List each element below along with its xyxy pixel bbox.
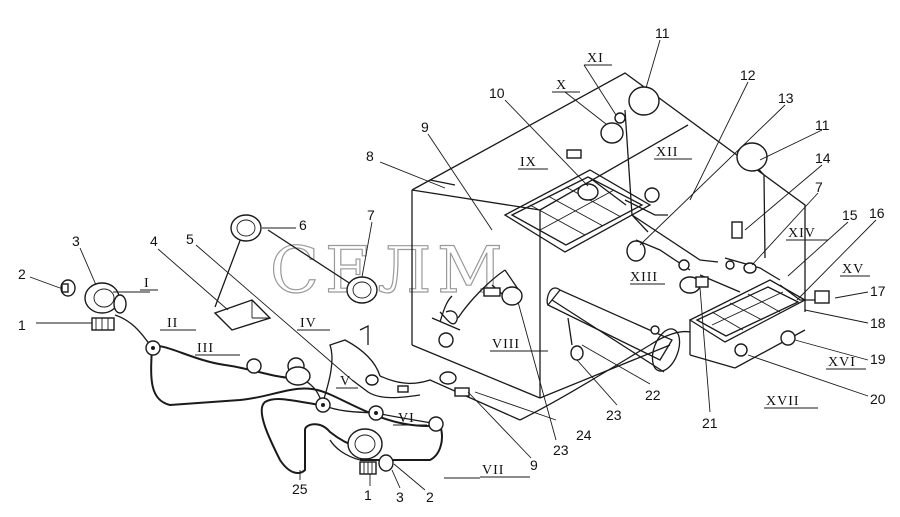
num-14: 14 [815, 150, 831, 166]
num-1-left: 1 [18, 317, 26, 333]
num-10: 10 [489, 85, 505, 101]
num-16: 16 [869, 205, 885, 221]
num-8: 8 [366, 148, 374, 164]
roman-I: I [144, 276, 150, 291]
num-23-left: 23 [553, 442, 569, 458]
roman-IV: IV [300, 316, 317, 331]
part-3-headlamp-left [84, 282, 127, 314]
num-11-right: 11 [815, 117, 830, 133]
num-15: 15 [842, 207, 858, 223]
roman-V: V [340, 374, 351, 389]
num-25: 25 [292, 481, 308, 497]
small-components [285, 86, 830, 397]
num-18: 18 [870, 315, 886, 331]
watermark: СЕЛМ [270, 234, 509, 308]
num-21: 21 [702, 415, 718, 431]
roman-X: X [556, 78, 567, 93]
roman-IX: IX [520, 155, 537, 170]
num-24: 24 [576, 427, 592, 443]
roman-XIII: XIII [630, 270, 658, 285]
num-2-bottom: 2 [426, 489, 434, 505]
num-1-bottom: 1 [364, 487, 372, 503]
cylinder-tank [546, 287, 681, 373]
roman-XVII: XVII [766, 394, 800, 409]
num-23-right: 23 [606, 407, 622, 423]
roman-VII: VII [482, 463, 504, 478]
body-frame [411, 72, 806, 399]
num-17: 17 [870, 283, 886, 299]
roman-VI: VI [398, 411, 415, 426]
num-12: 12 [740, 67, 756, 83]
part-4-panel [213, 299, 272, 331]
grille-front [688, 279, 807, 369]
num-6: 6 [299, 217, 307, 233]
num-19: 19 [870, 351, 886, 367]
num-7-right: 7 [815, 179, 823, 195]
part-3-headlamp-right [347, 428, 394, 475]
num-2-left: 2 [18, 266, 26, 282]
num-9-bottom: 9 [530, 457, 538, 473]
part-6-gauge-bottom [346, 276, 378, 304]
roman-labels: I II III IV V VI VII VIII IX X XI XII XI… [144, 51, 864, 478]
roman-XI: XI [587, 51, 604, 66]
roman-XV: XV [842, 262, 864, 277]
num-3-left: 3 [72, 233, 80, 249]
grille-rear [503, 169, 652, 253]
part-1-connector-left [91, 317, 115, 331]
roman-II: II [167, 316, 178, 331]
num-20: 20 [870, 391, 886, 407]
leader-lines [29, 39, 877, 491]
part-2-bulb-left [60, 279, 76, 297]
roman-XVI: XVI [828, 355, 856, 370]
roman-VIII: VIII [492, 337, 520, 352]
num-22: 22 [645, 387, 661, 403]
num-5: 5 [186, 231, 194, 247]
roman-XII: XII [656, 145, 678, 160]
num-9-top: 9 [421, 119, 429, 135]
roman-leaders [140, 64, 870, 479]
part-6-gauge-top [230, 214, 262, 242]
num-13: 13 [778, 90, 794, 106]
num-7-left: 7 [367, 207, 375, 223]
num-4: 4 [150, 233, 158, 249]
roman-III: III [197, 341, 214, 356]
num-3-bottom: 3 [396, 489, 404, 505]
num-11-top: 11 [655, 25, 670, 41]
part-numbers: 1 2 3 4 5 6 7 8 9 10 11 12 13 11 14 7 15… [18, 25, 886, 505]
roman-XIV: XIV [788, 226, 816, 241]
